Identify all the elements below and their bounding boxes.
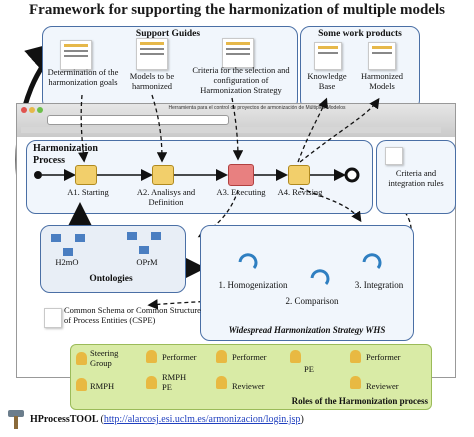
knowledge-base-icon (314, 42, 342, 70)
roles-box (70, 344, 432, 410)
homogenization-cycle-icon (238, 253, 258, 269)
step-starting-icon (75, 165, 97, 185)
criteria-rules-icon (385, 147, 403, 165)
h2mo-diagram-icon (51, 234, 91, 256)
performer-person-icon-2 (216, 350, 227, 363)
reviewer-person-icon-2 (350, 376, 361, 389)
whs-step-comparison: 2. Comparison (285, 296, 339, 306)
oprm-diagram-icon (127, 232, 167, 254)
tool-open-paren: ( (100, 414, 104, 425)
step-analysis-label: A2. Analisys and Definition (136, 187, 196, 207)
browser-title: Herramienta para el control de proyectos… (168, 105, 346, 111)
process-end-node (344, 167, 360, 183)
whs-box (200, 225, 414, 341)
cspe-document-icon (44, 308, 62, 328)
guide-models-icon (136, 38, 168, 70)
reviewer-person-icon-1 (216, 376, 227, 389)
role-rmph-pe: RMPH PE (162, 372, 187, 392)
whs-step-homogenization: 1. Homogenization (218, 280, 288, 290)
role-performer-3: Performer (366, 352, 401, 362)
step-starting-label: A1. Starting (67, 187, 109, 197)
hammer-icon (6, 408, 28, 430)
ontologies-heading: Ontologies (89, 274, 133, 284)
browser-address-bar[interactable] (47, 115, 229, 125)
step-revising-icon (288, 165, 310, 185)
tool-close-paren: ) (300, 414, 304, 425)
role-steering-group: Steering Group (90, 348, 119, 368)
criteria-rules-box: Criteria and integration rules (376, 140, 456, 214)
whs-step-integration: 3. Integration (354, 280, 404, 290)
ontologies-box: H2mO OPrM Ontologies (40, 225, 186, 293)
figure-title: Framework for supporting the harmonizati… (29, 2, 445, 18)
performer-person-icon-1 (146, 350, 157, 363)
tool-url-link[interactable]: http://alarcosj.esi.uclm.es/armonizacion… (103, 414, 301, 425)
step-revising-label: A4. Revising (277, 187, 323, 197)
guide-criteria-icon (222, 38, 254, 68)
pe-person-icon (290, 350, 301, 363)
roles-title: Roles of the Harmonization process (291, 396, 428, 406)
tool-name: HProcessTOOL (30, 414, 98, 425)
steering-group-person-icon (76, 352, 87, 365)
ontology-h2mo-label: H2mO (55, 257, 79, 267)
support-guides-heading: Support Guides (135, 29, 201, 39)
step-executing-label: A3. Executing (216, 187, 266, 197)
guide-criteria-label: Criteria for the selection and configura… (192, 65, 290, 95)
ontology-oprm-label: OPrM (136, 257, 158, 267)
whs-title: Widespread Harmonization Strategy WHS (228, 325, 386, 335)
work-products-heading: Some work products (318, 29, 402, 39)
harmonized-models-icon (368, 42, 396, 70)
browser-bookmarks-bar (21, 127, 441, 133)
rmph-pe-person-icon (146, 376, 157, 389)
step-executing-icon (228, 164, 254, 186)
criteria-rules-label: Criteria and integration rules (388, 168, 444, 188)
rmph-person-icon (76, 378, 87, 391)
process-heading-line2: Process (33, 155, 66, 166)
harmonized-models-label: Harmonized Models (360, 71, 403, 91)
process-start-node (34, 171, 42, 179)
integration-cycle-icon (362, 253, 382, 269)
step-analysis-icon (152, 165, 174, 185)
guide-document-icon (60, 40, 92, 70)
cspe-label: Common Schema or Common Structure of Pro… (64, 305, 201, 325)
role-reviewer-1: Reviewer (232, 381, 265, 391)
role-performer-2: Performer (232, 352, 267, 362)
guide-models-label: Models to be harmonized (129, 71, 175, 91)
role-pe: PE (304, 364, 314, 374)
performer-person-icon-3 (350, 350, 361, 363)
role-performer-1: Performer (162, 352, 197, 362)
tool-footer: HProcessTOOL (http://alarcosj.esi.uclm.e… (30, 414, 304, 425)
role-rmph: RMPH (90, 381, 115, 391)
role-reviewer-2: Reviewer (366, 381, 399, 391)
comparison-cycle-icon (310, 269, 330, 285)
knowledge-base-label: Knowledge Base (307, 71, 347, 91)
guide-goals-label: Determination of the harmonization goals (47, 67, 119, 87)
process-heading-line1: Harmonization (33, 143, 98, 154)
